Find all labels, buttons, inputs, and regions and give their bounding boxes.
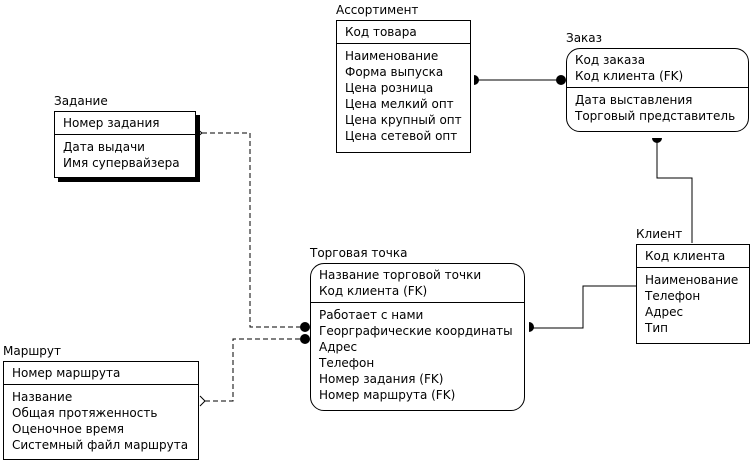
entity-assortment-attributes: Наименование Форма выпуска Цена розница … <box>337 44 470 146</box>
attribute: Наименование <box>645 273 739 287</box>
attribute: Имя супервайзера <box>63 156 180 170</box>
entity-assortment: Код товара Наименование Форма выпуска Це… <box>336 20 471 153</box>
relationship-order-client <box>652 138 693 243</box>
entity-order-keys: Код заказа Код клиента (FK) <box>567 49 748 88</box>
attribute: Цена розница <box>345 81 434 95</box>
attribute: Номер маршрута (FK) <box>319 388 456 402</box>
attribute: Оценочное время <box>12 422 125 436</box>
entity-title-outlet: Торговая точка <box>310 246 408 260</box>
attribute: Дата выставления <box>575 93 693 107</box>
entity-outlet: Название торговой точки Код клиента (FK)… <box>310 263 525 411</box>
attribute: Цена мелкий опт <box>345 97 454 111</box>
relationship-task-outlet <box>195 127 310 332</box>
entity-task: Номер задания Дата выдачи Имя супервайзе… <box>54 111 196 178</box>
attribute: Дата выдачи <box>63 140 145 154</box>
key-attribute: Код клиента (FK) <box>575 69 684 83</box>
entity-task-attributes: Дата выдачи Имя супервайзера <box>55 135 195 173</box>
attribute: Георграфические координаты <box>319 324 513 338</box>
attribute: Торговый представитель <box>575 109 736 123</box>
key-attribute: Код товара <box>345 25 417 39</box>
entity-title-route: Маршрут <box>3 344 62 358</box>
attribute: Тип <box>645 321 668 335</box>
attribute: Наименование <box>345 49 439 63</box>
attribute: Телефон <box>319 356 375 370</box>
entity-title-client: Клиент <box>636 227 683 241</box>
entity-route-attributes: Название Общая протяженность Оценочное в… <box>4 385 198 455</box>
entity-assortment-keys: Код товара <box>337 21 470 44</box>
entity-route-keys: Номер маршрута <box>4 362 198 385</box>
entity-client-attributes: Наименование Телефон Адрес Тип <box>637 268 749 338</box>
entity-route: Номер маршрута Название Общая протяженно… <box>3 361 199 460</box>
attribute: Работает с нами <box>319 308 424 322</box>
relationship-route-outlet <box>199 334 310 407</box>
attribute: Адрес <box>645 305 684 319</box>
key-attribute: Номер маршрута <box>12 366 121 380</box>
attribute: Системный файл маршрута <box>12 438 189 452</box>
key-attribute: Код заказа <box>575 53 646 67</box>
key-attribute: Название торговой точки <box>319 268 482 282</box>
attribute: Общая протяженность <box>12 406 158 420</box>
attribute: Телефон <box>645 289 701 303</box>
entity-client-keys: Код клиента <box>637 245 749 268</box>
attribute: Цена сетевой опт <box>345 129 458 143</box>
attribute: Номер задания (FK) <box>319 372 444 386</box>
attribute: Форма выпуска <box>345 65 444 79</box>
entity-task-keys: Номер задания <box>55 112 195 135</box>
entity-title-task: Задание <box>54 94 108 108</box>
attribute: Название <box>12 390 73 404</box>
entity-order: Код заказа Код клиента (FK) Дата выставл… <box>566 48 749 132</box>
entity-outlet-keys: Название торговой точки Код клиента (FK) <box>311 264 524 303</box>
entity-title-order: Заказ <box>566 31 603 45</box>
key-attribute: Номер задания <box>63 116 160 130</box>
entity-title-assortment: Ассортимент <box>336 3 419 17</box>
attribute: Цена крупный опт <box>345 113 462 127</box>
entity-client: Код клиента Наименование Телефон Адрес Т… <box>636 244 750 344</box>
attribute: Адрес <box>319 340 358 354</box>
entity-order-attributes: Дата выставления Торговый представитель <box>567 88 748 126</box>
relationship-assortment-order <box>474 75 566 85</box>
entity-outlet-attributes: Работает с нами Георграфические координа… <box>311 303 524 405</box>
key-attribute: Код клиента (FK) <box>319 284 428 298</box>
key-attribute: Код клиента <box>645 249 726 263</box>
relationship-client-outlet <box>529 285 636 332</box>
